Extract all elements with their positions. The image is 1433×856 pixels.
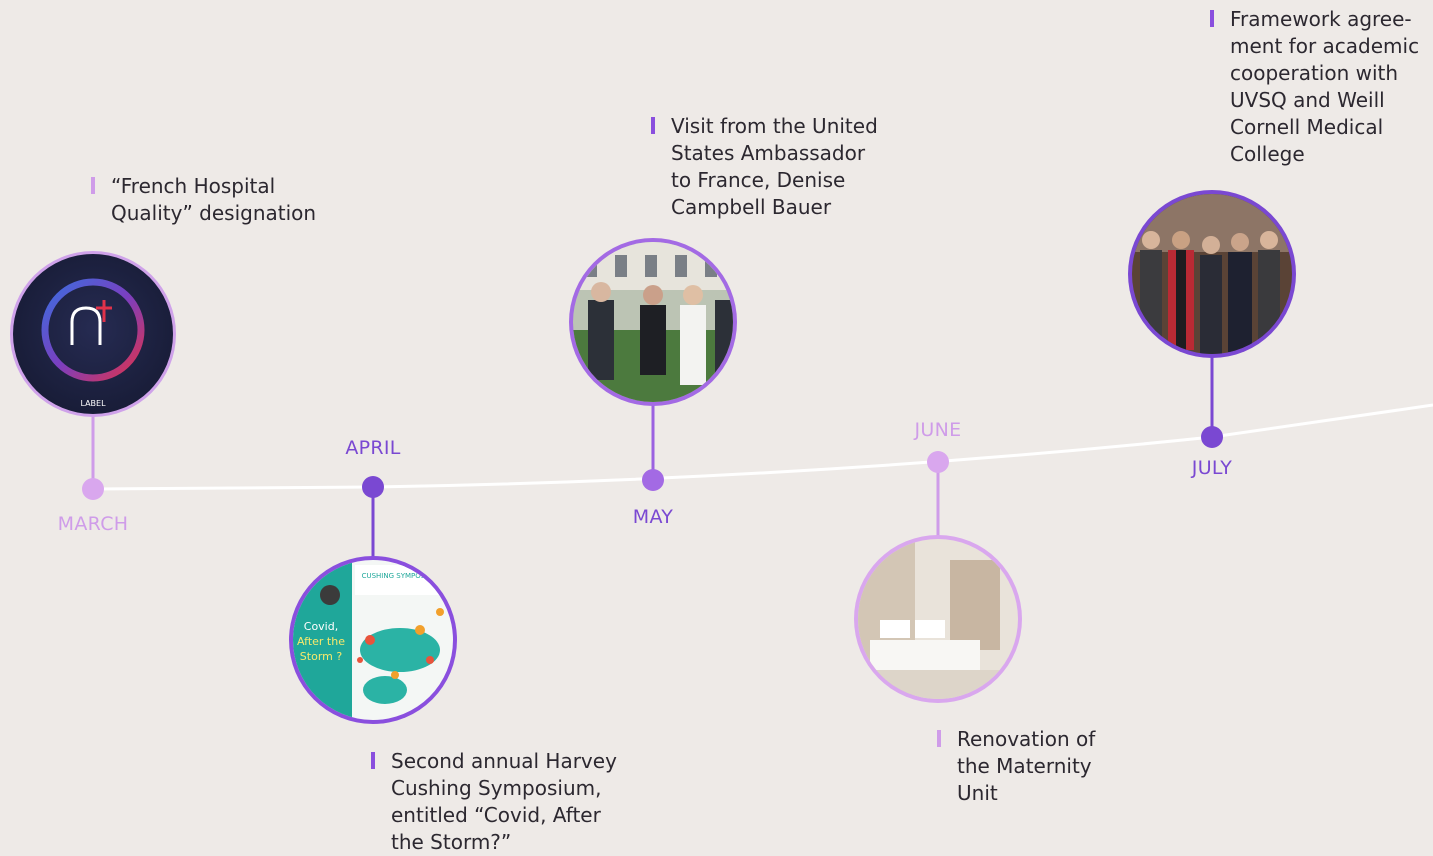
caption-bar [91,177,95,194]
maternity-room-photo-icon [854,535,1022,703]
month-label-may: MAY [632,506,674,528]
caption-bar [937,730,941,747]
svg-text:CUSHING SYMPOSIUM: CUSHING SYMPOSIUM [362,572,439,580]
caption-bar [371,752,375,769]
svg-text:Covid,: Covid, [304,620,338,633]
ambassador-photo-icon [569,238,737,406]
timeline-line [92,403,1433,491]
month-label-june: JUNE [914,419,962,441]
dot-april [362,476,384,498]
dot-july [1201,426,1223,448]
symposium-poster-icon: Covid, After the Storm ? CUSHING SYMPOSI… [289,556,457,724]
caption-bar [1210,10,1214,27]
caption-june: Renovation of the Maternity Unit [937,726,1095,807]
caption-april: Second annual Harvey Cushing Symposium, … [371,748,617,856]
agreement-photo-icon [1128,190,1296,358]
dot-march [82,478,104,500]
caption-bar [651,117,655,134]
caption-march: “French Hospital Quality” designation [91,173,316,227]
svg-text:Storm ?: Storm ? [300,650,343,663]
badge-text: LABEL [80,399,106,408]
month-label-april: APRIL [345,437,401,459]
dot-may [642,469,664,491]
dot-june [927,451,949,473]
month-label-july: JULY [1191,457,1233,479]
month-label-march: MARCH [57,513,129,535]
svg-text:After the: After the [297,635,345,648]
caption-may: Visit from the United States Ambassador … [651,113,878,221]
caption-july: Framework agree- ment for academic coope… [1210,6,1419,168]
label-badge-icon: LABEL [10,251,176,417]
